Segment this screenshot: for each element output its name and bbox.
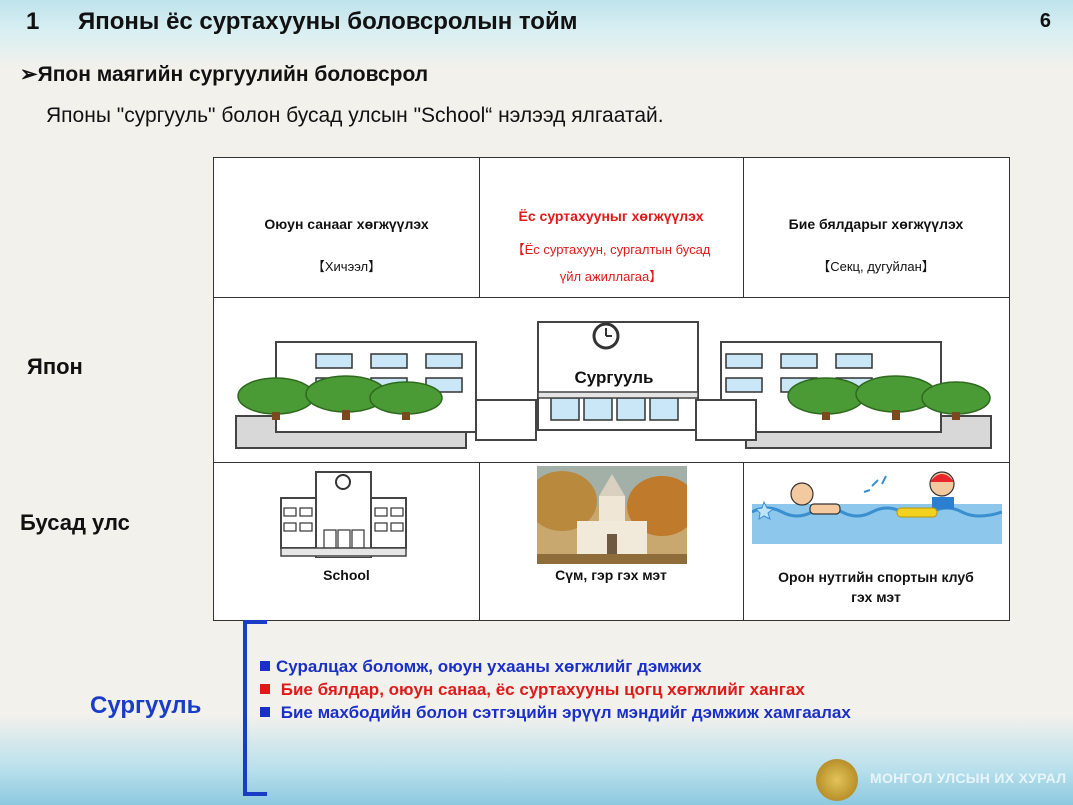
summary-list: Суралцах боломж, оюун ухааны хөгжлийг дэ… <box>260 657 851 726</box>
row-label-other: Бусад улс <box>20 510 130 535</box>
square-bullet-icon <box>260 684 270 694</box>
church-photo <box>537 466 687 564</box>
column-sub: үйл ажиллагаа】 <box>559 269 663 284</box>
comparison-table: Оюун санааг хөгжүүлэх 【Хичээл】 Ёс суртах… <box>213 157 1010 621</box>
list-item-text: Бие бялдар, оюун санаа, ёс суртахууны цо… <box>276 680 805 699</box>
column-head-morals: Ёс суртахууныг хөгжүүлэх 【Ёс суртахуун, … <box>479 208 743 285</box>
column-head-body: Бие бялдарыг хөгжүүлэх 【Секц, дугуйлан】 <box>743 216 1009 275</box>
column-title: Оюун санааг хөгжүүлэх <box>264 216 429 232</box>
caption-club: Орон нутгийн спортын клуб гэх мэт <box>743 567 1009 607</box>
column-sub: 【Хичээл】 <box>311 259 382 274</box>
swimming-illustration <box>752 471 1002 544</box>
section-number: 1 <box>26 8 40 35</box>
summary-label: Сургууль <box>90 692 202 719</box>
japan-school-label: Сургууль <box>539 368 689 388</box>
caption-club-line2: гэх мэт <box>851 589 901 605</box>
slide-title: 1 Японы ёс суртахууны боловсролын тойм <box>26 8 577 36</box>
caption-church: Сүм, гэр гэх мэт <box>555 567 667 583</box>
divider <box>214 462 1009 463</box>
column-head-mind: Оюун санааг хөгжүүлэх 【Хичээл】 <box>214 216 479 275</box>
column-sub: 【Ёс суртахуун, сургалтын бусад <box>511 242 711 257</box>
state-emblem-icon <box>816 759 858 801</box>
divider <box>214 297 1009 298</box>
square-bullet-icon <box>260 661 270 671</box>
list-item: Бие бялдар, оюун санаа, ёс суртахууны цо… <box>260 680 851 703</box>
list-item: Суралцах боломж, оюун ухааны хөгжлийг дэ… <box>260 657 851 680</box>
page-number: 6 <box>1039 10 1051 32</box>
column-title: Ёс суртахууныг хөгжүүлэх <box>518 208 704 224</box>
title-text: Японы ёс суртахууны боловсролын тойм <box>78 8 578 35</box>
intro-text: Японы "сургууль" болон бусад улсын "Scho… <box>46 104 664 127</box>
footer-org: МОНГОЛ УЛСЫН ИХ ХУРАЛ <box>870 770 1067 786</box>
caption-school: School <box>323 567 370 583</box>
school-building-icon <box>276 471 411 558</box>
square-bullet-icon <box>260 707 270 717</box>
column-sub: 【Секц, дугуйлан】 <box>817 259 935 274</box>
header-band <box>0 0 1073 70</box>
list-item: Бие махбодийн болон сэтгэцийн эрүүл мэнд… <box>260 703 851 726</box>
divider <box>479 158 480 298</box>
column-title: Бие бялдарыг хөгжүүлэх <box>788 216 964 232</box>
footer-band <box>0 715 1073 805</box>
subtitle: ➢Япон маягийн сургуулийн боловсрол <box>20 63 429 86</box>
list-item-text: Суралцах боломж, оюун ухааны хөгжлийг дэ… <box>276 657 702 676</box>
caption-club-line1: Орон нутгийн спортын клуб <box>778 569 974 585</box>
bracket <box>243 620 267 796</box>
row-label-japan: Япон <box>27 354 83 379</box>
divider <box>743 158 744 298</box>
list-item-text: Бие махбодийн болон сэтгэцийн эрүүл мэнд… <box>276 703 851 722</box>
divider <box>479 462 480 620</box>
divider <box>743 462 744 620</box>
